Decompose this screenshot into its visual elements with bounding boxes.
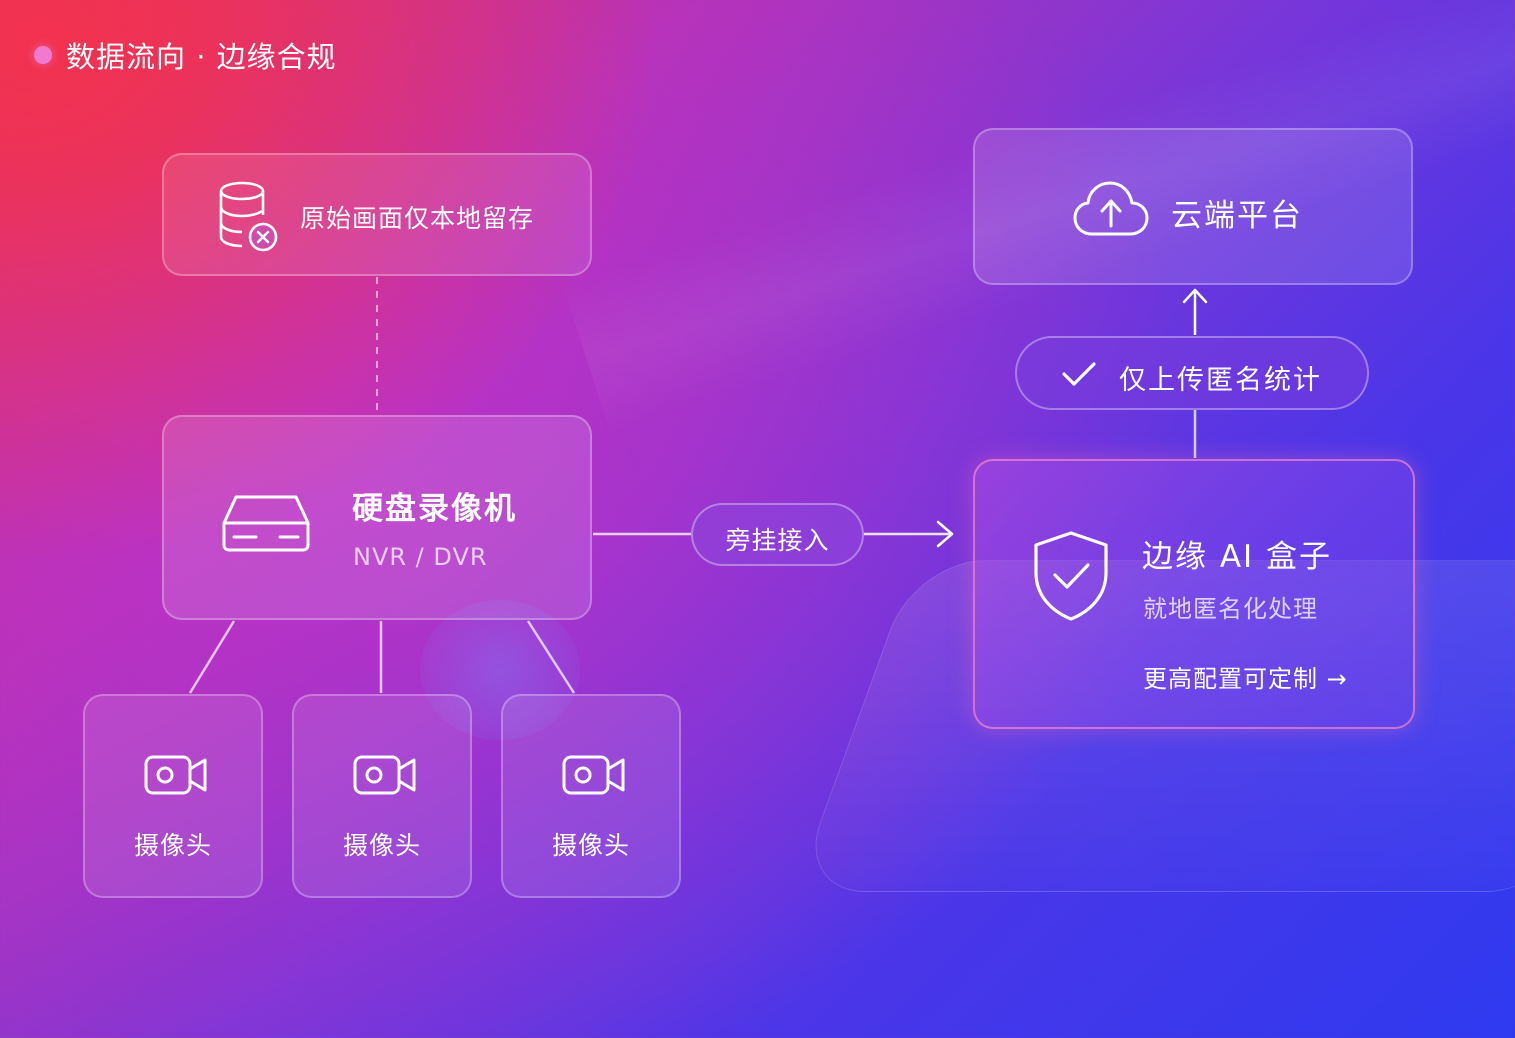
camera-1-line [188, 620, 236, 694]
header-dot [34, 46, 52, 64]
page-title: 数据流向 · 边缘合规 [66, 40, 337, 74]
shield-check-icon [1034, 531, 1108, 621]
bypass-label: 旁挂接入 [725, 526, 830, 555]
camera-card-1: 摄像头 [83, 694, 263, 898]
video-camera-icon [144, 755, 207, 795]
nvr-subtitle: NVR / DVR [353, 543, 488, 571]
camera-card-2: 摄像头 [292, 694, 472, 898]
local-storage-card: 原始画面仅本地留存 [162, 153, 592, 276]
camera-label: 摄像头 [551, 831, 630, 860]
upload-label: 仅上传匿名统计 [1119, 365, 1322, 396]
nvr-card: 硬盘录像机 NVR / DVR [162, 415, 592, 620]
customize-link[interactable]: 更高配置可定制 → [1143, 665, 1348, 693]
arrow-right-icon [936, 520, 954, 548]
nvr-title: 硬盘录像机 [352, 491, 517, 527]
arrow-up-icon [1182, 288, 1208, 304]
camera-label: 摄像头 [342, 831, 421, 860]
cloud-platform-card: 云端平台 [973, 128, 1413, 285]
video-camera-icon [353, 755, 416, 795]
video-camera-icon [562, 755, 625, 795]
camera-3-line [526, 620, 576, 694]
database-x-icon [219, 181, 278, 252]
camera-label: 摄像头 [133, 831, 212, 860]
recorder-device-icon [222, 495, 310, 552]
bypass-pill: 旁挂接入 [691, 503, 864, 566]
cloud-label: 云端平台 [1171, 198, 1303, 234]
background-glow [420, 600, 580, 740]
camera-card-3: 摄像头 [501, 694, 681, 898]
edge-box-title: 边缘 AI 盒子 [1142, 539, 1333, 575]
diagram-header: 数据流向 · 边缘合规 [34, 34, 337, 76]
check-icon [1062, 362, 1096, 386]
storage-label: 原始画面仅本地留存 [300, 204, 535, 233]
cloud-upload-icon [1073, 181, 1149, 236]
edge-ai-box-card: 边缘 AI 盒子 就地匿名化处理 更高配置可定制 → [973, 459, 1415, 729]
anonymous-upload-pill: 仅上传匿名统计 [1015, 336, 1369, 410]
edge-box-subtitle: 就地匿名化处理 [1143, 595, 1318, 623]
